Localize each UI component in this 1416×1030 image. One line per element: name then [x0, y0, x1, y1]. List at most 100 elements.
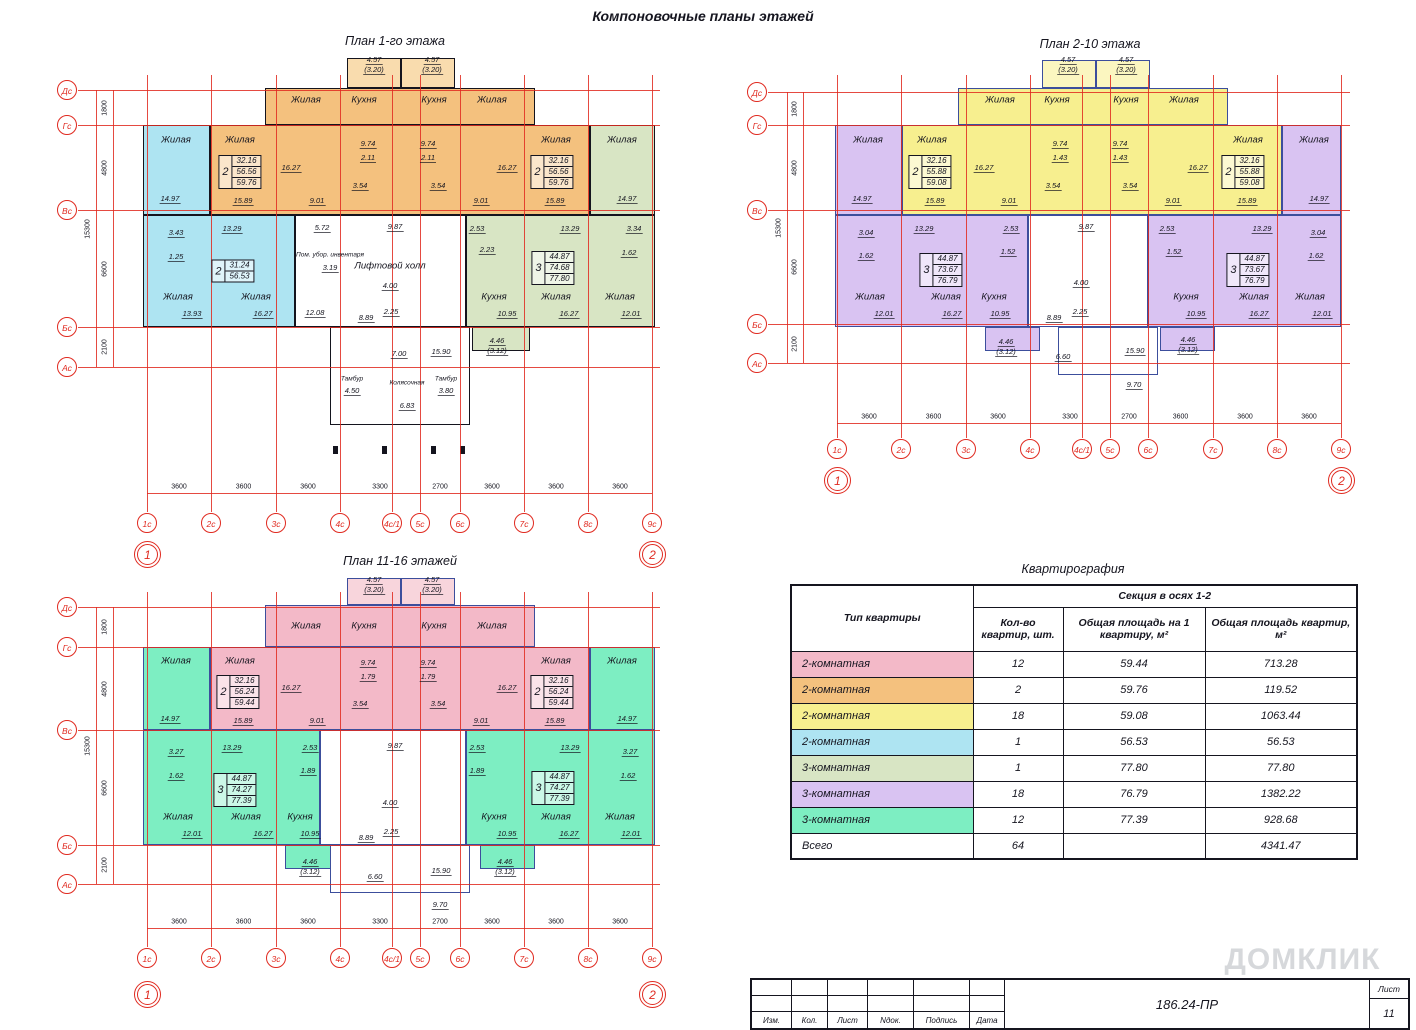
axis-circle: 1с — [137, 513, 157, 533]
room-label: Жилая — [1299, 134, 1329, 146]
axis-line — [147, 592, 148, 947]
dim-label: 15.89 — [232, 716, 254, 726]
grid-dim: 3600 — [1237, 413, 1253, 421]
axis-line — [147, 928, 652, 929]
dim-label: 14.97 — [1308, 194, 1330, 204]
stamp-area-value: 44.87 — [933, 254, 962, 265]
axis-line — [901, 75, 902, 438]
axis-circle: Дс — [57, 597, 77, 617]
grid-dim: 4800 — [101, 159, 109, 176]
axis-line — [113, 90, 114, 367]
axis-line — [96, 90, 97, 367]
axis-circle: 8с — [1267, 439, 1287, 459]
dim-label: (3.20) — [421, 585, 443, 595]
grid-dim: 6600 — [101, 779, 109, 796]
axis-line — [96, 607, 97, 884]
axis-line — [768, 324, 1350, 325]
axis-circle: 2с — [891, 439, 911, 459]
axis-circle: Ас — [747, 353, 767, 373]
axis-line — [1082, 75, 1083, 438]
dim-label: 12.01 — [181, 829, 203, 839]
section-marker: 1 — [134, 541, 161, 568]
axis-circle: 6с — [450, 513, 470, 533]
axis-circle: Ас — [57, 357, 77, 377]
room-label: Жилая — [225, 134, 255, 146]
apartment-block — [330, 845, 470, 893]
dim-label: 10.95 — [299, 829, 321, 839]
section-marker: 1 — [824, 467, 851, 494]
stamp-area-value: 56.56 — [232, 167, 261, 178]
dim-label: 3.54 — [429, 181, 447, 191]
dim-label: 16.27 — [941, 309, 963, 319]
grid-dim: 1800 — [101, 99, 109, 116]
axis-circle: Гс — [57, 637, 77, 657]
dim-label: 1.79 — [419, 672, 437, 682]
axis-line — [460, 75, 461, 512]
grid-dim: 3600 — [612, 918, 628, 926]
dim-label: 15.89 — [232, 196, 254, 206]
revision-col-label: Дата — [970, 1012, 1005, 1028]
apartment-block — [1028, 215, 1148, 327]
dim-label: 4.46 — [488, 336, 506, 346]
table-cell-per: 77.80 — [1062, 754, 1206, 782]
room-label: Жилая — [163, 811, 193, 823]
table-cell-count: 2 — [972, 676, 1064, 704]
axis-line — [588, 75, 589, 512]
axis-line — [78, 730, 660, 731]
axis-circle: 9с — [1331, 439, 1351, 459]
apartment-table-grid: Тип квартиры Секция в осях 1-2 Кол-во кв… — [790, 584, 1358, 860]
dim-label: 6.60 — [366, 872, 384, 882]
axis-line — [340, 75, 341, 512]
dim-label: 1.62 — [857, 251, 875, 261]
note-label: Пом. убор. инвентаря — [296, 251, 364, 259]
axis-circle: Гс — [57, 115, 77, 135]
dim-label: 13.29 — [913, 224, 935, 234]
stamp-area-value: 74.27 — [227, 785, 256, 796]
dim-label: 10.95 — [1185, 309, 1207, 319]
revision-col-label: Подпись — [914, 1012, 970, 1028]
dim-label: 3.27 — [621, 747, 639, 757]
dim-label: 4.57 — [423, 55, 441, 65]
dim-label: 3.34 — [625, 224, 643, 234]
dim-label: 9.70 — [1125, 380, 1143, 390]
apartment-block — [902, 125, 1282, 215]
axis-line — [78, 884, 660, 885]
axis-circle: Бс — [57, 317, 77, 337]
room-label: Жилая — [541, 291, 571, 303]
dim-label: 16.27 — [1248, 309, 1270, 319]
revision-cell — [792, 996, 828, 1012]
table-cell-count: 12 — [972, 806, 1064, 834]
axis-circle: 5с — [410, 513, 430, 533]
table-cell-count: 64 — [972, 832, 1064, 860]
dim-label: 4.46 — [997, 337, 1015, 347]
room-label: Кухня — [1173, 291, 1199, 303]
axis-circle: 9с — [642, 513, 662, 533]
stamp-room-count: 2 — [217, 676, 231, 708]
axis-line — [211, 75, 212, 512]
stamp-area-value: 77.80 — [549, 274, 570, 283]
dim-label: 1.62 — [167, 771, 185, 781]
stamp-area-value: 32.16 — [232, 156, 261, 167]
grid-dim: 3600 — [861, 413, 877, 421]
dim-label: 3.27 — [167, 747, 185, 757]
revision-cell — [970, 996, 1005, 1012]
grid-dim: 3600 — [1172, 413, 1189, 421]
revision-cell — [792, 980, 828, 996]
apartment-block — [210, 647, 590, 730]
axis-circle: 2с — [201, 513, 221, 533]
revision-col-label: Кол. — [792, 1012, 828, 1028]
axis-line — [420, 75, 421, 512]
dim-label: 9.87 — [386, 222, 404, 232]
axis-line — [524, 592, 525, 947]
stamp-area-value: 56.24 — [544, 687, 573, 698]
dim-label: 9.74 — [359, 658, 377, 668]
stamp-area-value: 32.16 — [1235, 156, 1264, 167]
axis-line — [837, 423, 1341, 424]
room-label: Жилая — [477, 620, 507, 632]
table-cell-total: 1063.44 — [1204, 702, 1358, 730]
table-cell-total: 4341.47 — [1204, 832, 1358, 860]
axis-circle: 3с — [266, 948, 286, 968]
stamp-area-value: 32.16 — [544, 156, 573, 167]
